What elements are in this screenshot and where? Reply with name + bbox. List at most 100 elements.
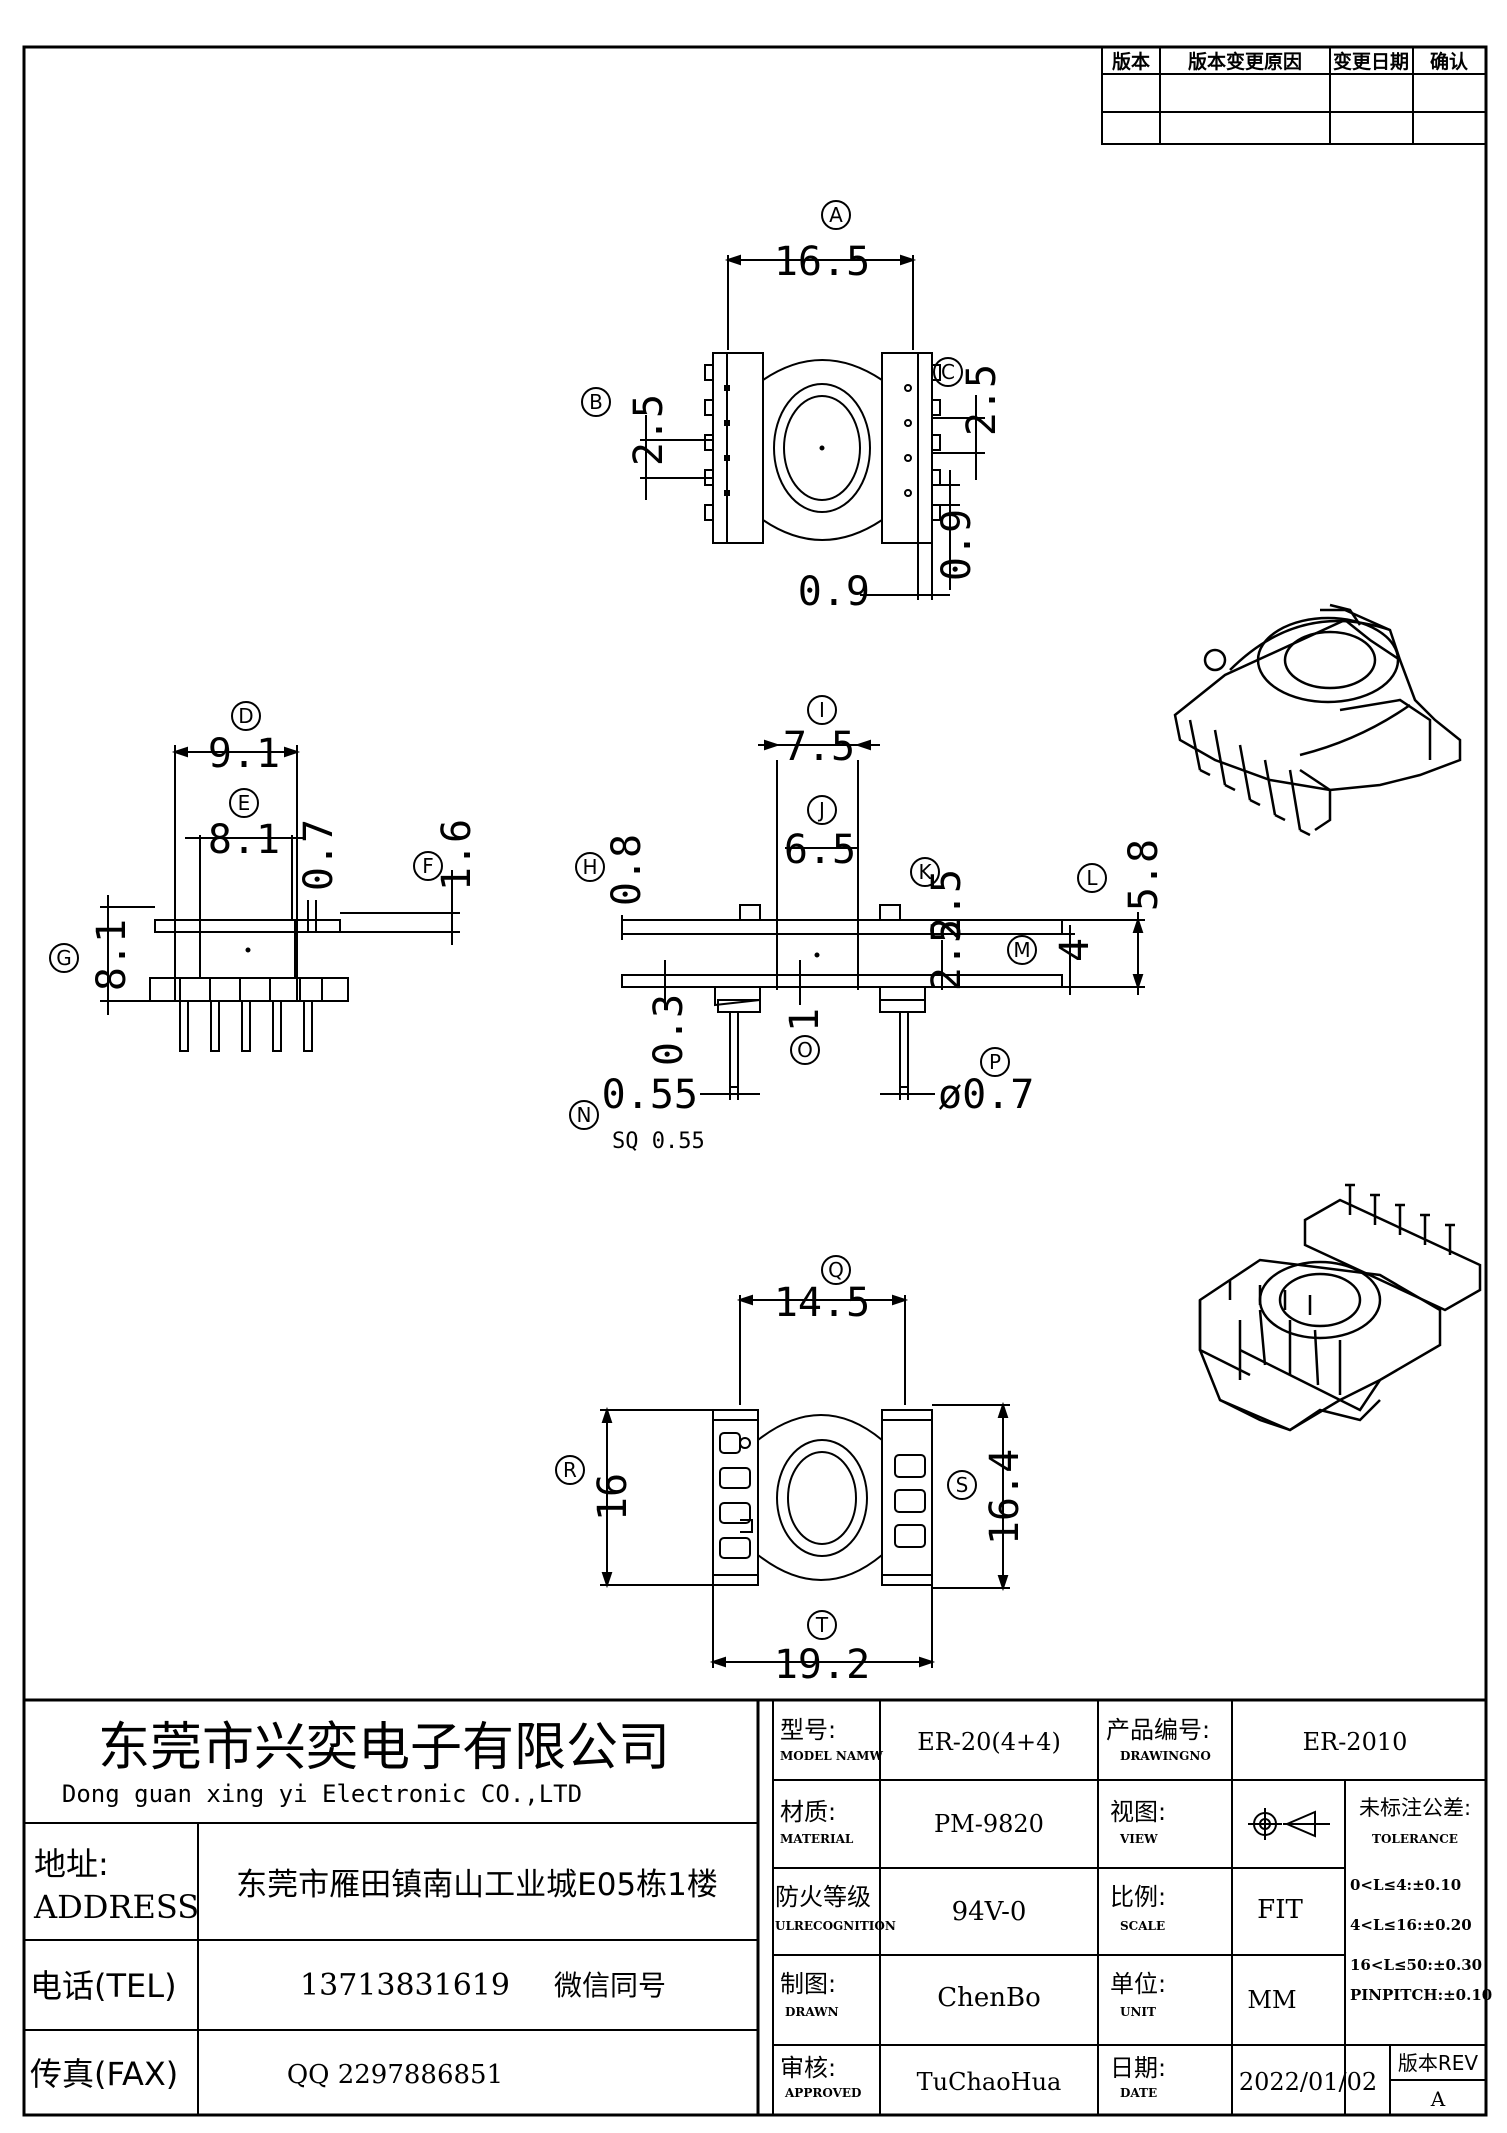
tolerance-3: 16<L≤50:±0.30	[1350, 1956, 1482, 1974]
title-block: 东莞市兴奕电子有限公司 Dong guan xing yi Electronic…	[24, 1698, 1492, 2115]
approved-value: TuChaoHua	[917, 2068, 1062, 2096]
rev-header-version: 版本	[1112, 50, 1150, 73]
dim-pin-width-value: 0.9	[798, 569, 870, 615]
top-right-pin-strip	[881, 352, 933, 544]
dim-k-value: 2.5	[924, 869, 970, 941]
rev-value: A	[1430, 2087, 1446, 2111]
view-label-cn: 视图:	[1110, 1798, 1166, 1826]
label-i: I	[819, 698, 825, 722]
label-q: Q	[828, 1258, 844, 1282]
model-label-cn: 型号:	[780, 1716, 836, 1744]
label-g: G	[56, 946, 72, 970]
rev-header-date: 变更日期	[1333, 50, 1409, 73]
tolerance-2: 4<L≤16:±0.20	[1350, 1916, 1472, 1934]
label-r: R	[563, 1458, 577, 1482]
tolerance-label-cn: 未标注公差:	[1359, 1796, 1471, 1820]
approved-label-cn: 审核:	[780, 2054, 836, 2082]
projection-symbol	[1248, 1808, 1330, 1840]
unit-label-en: UNIT	[1120, 2005, 1156, 2019]
label-l: L	[1086, 866, 1098, 890]
bottom-bobbin-body	[757, 1414, 883, 1581]
scale-value: FIT	[1257, 1895, 1303, 1925]
label-m: M	[1013, 938, 1030, 962]
dim-pin-gap-value: 0.9	[934, 509, 980, 581]
date-label-cn: 日期:	[1110, 2054, 1166, 2082]
label-p: P	[989, 1050, 1001, 1074]
iso-view-bottom	[1198, 1183, 1482, 1432]
tel-label: 电话(TEL)	[30, 1967, 177, 2005]
tolerance-1: 0<L≤4:±0.10	[1350, 1876, 1461, 1894]
side-view: 9.1 D 8.1 E 0.7 1.6 F 8.1 G	[49, 701, 480, 1052]
model-value: ER-20(4+4)	[917, 1728, 1061, 1756]
label-t: T	[815, 1613, 829, 1637]
view-label-en: VIEW	[1119, 1832, 1158, 1846]
top-bobbin-body	[762, 359, 883, 541]
dim-0-3-value: 0.3	[646, 994, 692, 1066]
revision-table: 版本 版本变更原因 变更日期 确认	[1101, 46, 1487, 145]
bottom-view: 14.5 Q 16 R 16.4 S 19.2 T	[555, 1255, 1028, 1688]
dim-g-value: 8.1	[89, 919, 135, 991]
drawn-value: ChenBo	[937, 1983, 1041, 2013]
side-top-flange	[154, 919, 341, 933]
tolerance-4: PINPITCH:±0.10	[1350, 1986, 1492, 2004]
fire-label-en: ULRECOGNITION	[775, 1919, 896, 1933]
dim-m-value: 4	[1052, 938, 1098, 962]
label-j: J	[817, 798, 825, 822]
model-label-en: MODEL NAMW	[780, 1749, 883, 1763]
tel-value: 13713831619	[300, 1968, 510, 2003]
front-view: 7.5 I 6.5 J 0.8 H 2.5 K 2.5 4 M 5.8	[569, 695, 1167, 1154]
drawing-label-en: DRAWINGNO	[1120, 1749, 1211, 1763]
label-k: K	[918, 860, 932, 884]
drawn-label-cn: 制图:	[780, 1970, 836, 1998]
dim-h-value: 0.8	[604, 834, 650, 906]
label-c: C	[941, 360, 955, 384]
dim-i-value: 7.5	[783, 724, 855, 770]
date-label-en: DATE	[1120, 2086, 1157, 2100]
dim-f-value: 1.6	[434, 819, 480, 891]
label-n: N	[577, 1103, 592, 1127]
rev-header-reason: 版本变更原因	[1188, 50, 1302, 73]
fax-label: 传真(FAX)	[30, 2055, 178, 2093]
material-value: PM-9820	[934, 1810, 1044, 1838]
iso-view-top	[1173, 603, 1462, 837]
tel-note: 微信同号	[554, 1969, 666, 2002]
dim-c-value: 2.5	[959, 364, 1005, 436]
dim-q-value: 14.5	[774, 1280, 870, 1326]
rev-header-confirm: 确认	[1430, 50, 1468, 73]
material-label-en: MATERIAL	[780, 1832, 854, 1846]
dim-n-note: SQ 0.55	[612, 1129, 705, 1154]
date-value: 2022/01/02	[1239, 2068, 1377, 2096]
dim-d-value: 9.1	[208, 731, 280, 777]
scale-label-cn: 比例:	[1110, 1883, 1166, 1911]
dim-p-value: ø0.7	[938, 1072, 1034, 1118]
dim-l-value: 5.8	[1121, 839, 1167, 911]
tolerance-label-en: TOLERANCE	[1372, 1832, 1458, 1846]
front-top-flange	[621, 919, 1063, 935]
dim-o-value: 1	[782, 1008, 828, 1032]
address-label-cn: 地址:	[34, 1845, 109, 1883]
drawn-label-en: DRAWN	[785, 2005, 839, 2019]
label-o: O	[797, 1038, 813, 1062]
rev-label: 版本REV	[1398, 2051, 1479, 2075]
label-e: E	[238, 791, 251, 815]
dim-e-value: 8.1	[208, 817, 280, 863]
address-label-en: ADDRESS	[33, 1888, 199, 1926]
company-name-cn: 东莞市兴奕电子有限公司	[98, 1718, 670, 1778]
address-value: 东莞市雁田镇南山工业城E05栋1楼	[236, 1867, 718, 1903]
dim-m2-value: 2.5	[924, 919, 970, 991]
top-view: 16.5 A 2.5 B 2.5 C 0.9 0.9	[581, 200, 1005, 615]
unit-value: MM	[1247, 1986, 1296, 2014]
dim-r-value: 16	[590, 1473, 636, 1521]
material-label-cn: 材质:	[780, 1798, 836, 1826]
fax-value: QQ 2297886851	[287, 2060, 503, 2090]
drawing-value: ER-2010	[1303, 1728, 1408, 1756]
dim-b-value: 2.5	[626, 394, 672, 466]
dim-s-value: 16.4	[982, 1449, 1028, 1545]
label-s: S	[956, 1473, 969, 1497]
label-d: D	[238, 704, 253, 728]
dim-j-value: 6.5	[784, 827, 856, 873]
dim-a-value: 16.5	[774, 239, 870, 285]
dim-t-value: 19.2	[774, 1642, 870, 1688]
fire-label-cn: 防火等级	[775, 1883, 871, 1911]
